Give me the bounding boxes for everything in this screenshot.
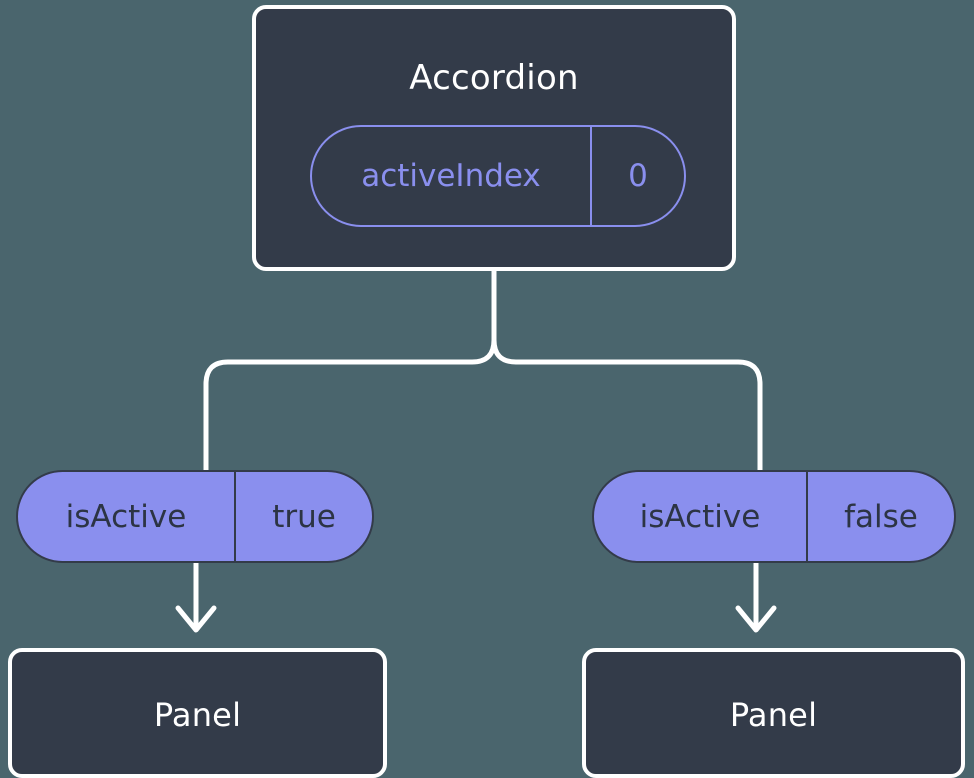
connector-branch-left bbox=[203, 339, 497, 470]
node-panel-right[interactable]: Panel bbox=[582, 648, 965, 778]
node-panel-left-title: Panel bbox=[153, 696, 242, 734]
node-panel-left[interactable]: Panel bbox=[8, 648, 387, 778]
node-accordion[interactable]: Accordion activeIndex 0 bbox=[252, 5, 736, 271]
prop-pill-isactive-false-key: isActive bbox=[594, 472, 808, 561]
prop-pill-activeindex-key: activeIndex bbox=[312, 127, 592, 225]
prop-pill-isactive-true-key: isActive bbox=[18, 472, 236, 561]
connector-branch-right bbox=[491, 339, 763, 470]
prop-pill-isactive-true[interactable]: isActive true bbox=[16, 470, 374, 563]
prop-pill-isactive-true-value: true bbox=[272, 498, 336, 535]
arrow-down-icon-left bbox=[175, 605, 217, 633]
node-panel-right-title: Panel bbox=[729, 696, 818, 734]
prop-pill-activeindex-value: 0 bbox=[628, 158, 648, 194]
prop-pill-isactive-false[interactable]: isActive false bbox=[592, 470, 956, 563]
arrow-down-icon-right bbox=[735, 605, 777, 633]
node-accordion-title: Accordion bbox=[409, 58, 579, 98]
prop-pill-activeindex[interactable]: activeIndex 0 bbox=[310, 125, 686, 227]
prop-pill-isactive-false-value: false bbox=[844, 498, 918, 535]
